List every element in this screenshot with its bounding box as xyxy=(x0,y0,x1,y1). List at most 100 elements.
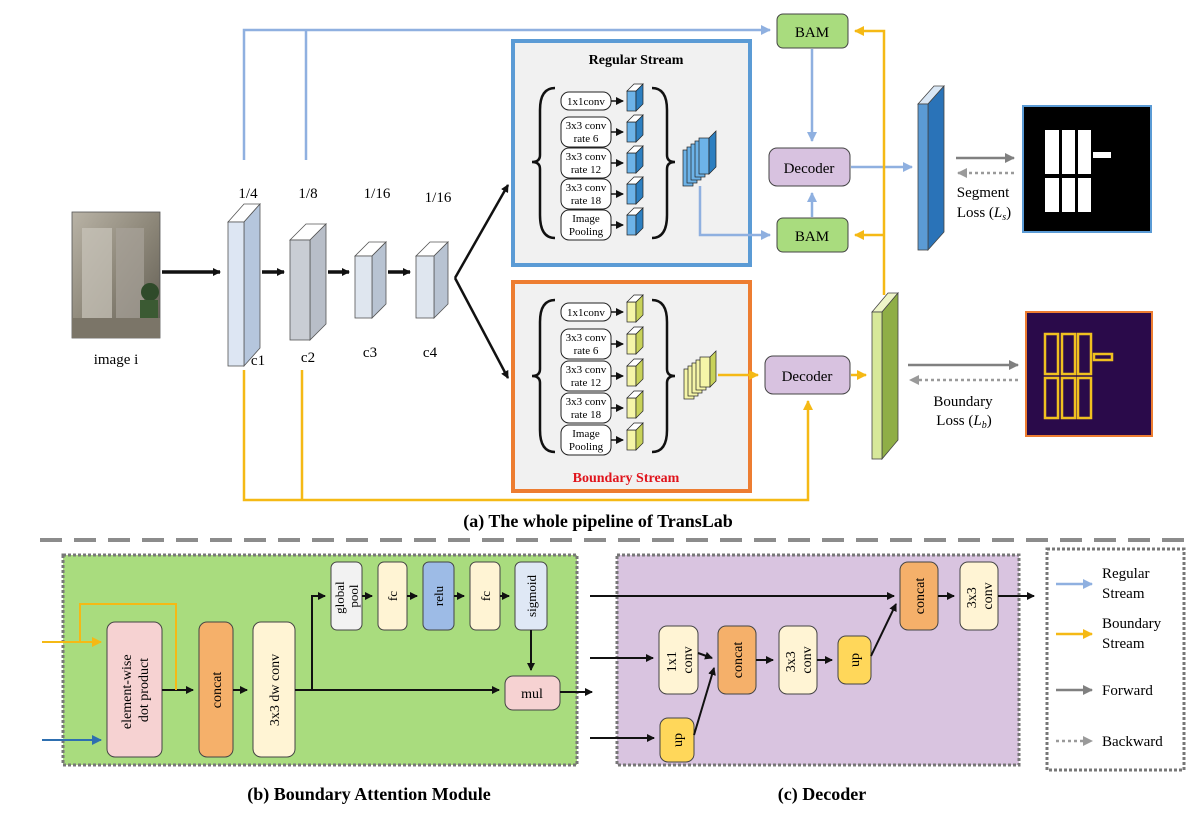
svg-text:3x3 dw conv: 3x3 dw conv xyxy=(268,654,283,726)
boundary-branch-3-label: rate 12 xyxy=(571,377,601,389)
regular-stream-title: Regular Stream xyxy=(589,53,684,68)
boundary-branch-1-label: 1x1conv xyxy=(567,307,605,319)
scale-label-c3: 1/16 xyxy=(364,186,391,202)
regular-branch-1: 1x1conv xyxy=(560,83,644,112)
svg-text:fc: fc xyxy=(385,591,400,601)
svg-text:Loss (Ls): Loss (Ls) xyxy=(957,205,1011,223)
svg-text:fc: fc xyxy=(478,591,493,601)
bam-sigmoid-box: sigmoid xyxy=(514,561,548,631)
svg-text:concat: concat xyxy=(731,642,746,679)
legend-item-4-label: Backward xyxy=(1102,734,1163,750)
decoder-concat-out-box: concat xyxy=(899,561,939,631)
svg-text:up: up xyxy=(671,733,686,747)
bam-relu-box: relu xyxy=(422,561,455,631)
encoder-forward-arrows xyxy=(162,184,510,379)
encoder-block-c3 xyxy=(354,241,387,319)
regular-concat-stack xyxy=(682,130,717,187)
svg-text:concat: concat xyxy=(913,578,928,615)
decoder-module-arrows xyxy=(590,592,1035,742)
legend-item-2-label: Stream xyxy=(1102,636,1145,652)
boundary-output-map xyxy=(871,291,899,461)
svg-text:element-wise dot product: element-wise dot product xyxy=(120,651,152,729)
boundary-branch-2-label: 3x3 conv xyxy=(566,332,607,344)
segment-mask-image xyxy=(1022,105,1152,233)
bam-mul-box: mul xyxy=(504,675,561,711)
legend-panel xyxy=(1045,547,1186,772)
decoder-up-input-box: up xyxy=(659,717,695,763)
decoder-boundary-box: Decoder xyxy=(764,355,851,395)
legend-item-2-label: Boundary xyxy=(1102,616,1162,632)
svg-text:mul: mul xyxy=(521,687,543,702)
boundary-stream-title: Boundary Stream xyxy=(573,471,680,486)
decoder-regular-box: Decoder xyxy=(768,147,851,187)
svg-text:3x3 conv: 3x3 conv xyxy=(784,646,815,673)
pipeline-caption: (a) The whole pipeline of TransLab xyxy=(463,511,733,532)
encoder-block-c4 xyxy=(415,241,449,319)
boundary-mask-image xyxy=(1025,311,1153,437)
svg-text:concat: concat xyxy=(210,672,225,709)
layer-label-c4: c4 xyxy=(423,345,438,361)
bam-module-caption: (b) Boundary Attention Module xyxy=(247,784,491,805)
scale-label-c2: 1/8 xyxy=(298,186,317,202)
bam-fc1-box: fc xyxy=(377,561,408,631)
legend-item-3: Forward xyxy=(1056,683,1153,699)
boundary-branch-4-label: 3x3 conv xyxy=(566,396,607,408)
svg-text:sigmoid: sigmoid xyxy=(524,575,539,617)
bam-elementwise-box: element-wise dot product xyxy=(106,621,163,758)
encoder-block-c2 xyxy=(289,223,327,341)
regular-branch-5-label: Image xyxy=(572,213,600,225)
regular-branch-5-label: Pooling xyxy=(569,226,604,238)
scale-label-c1: 1/4 xyxy=(238,186,258,202)
bam-fc2-box: fc xyxy=(469,561,501,631)
boundary-branch-4-label: rate 18 xyxy=(571,409,602,421)
svg-text:Segment: Segment xyxy=(957,185,1010,201)
regular-branch-2-label: 3x3 conv xyxy=(566,120,607,132)
boundary-branch-5-label: Pooling xyxy=(569,441,604,453)
svg-text:relu: relu xyxy=(431,585,446,606)
svg-text:1x1 conv: 1x1 conv xyxy=(665,646,696,673)
input-image-label: image i xyxy=(94,352,139,368)
decoder-regular-label: Decoder xyxy=(784,161,835,177)
bam-globalpool-box: global pool xyxy=(330,561,363,631)
legend-items: RegularStreamBoundaryStreamForwardBackwa… xyxy=(1056,566,1163,750)
regular-branch-3-label: rate 12 xyxy=(571,164,601,176)
decoder-conv1x1-box: 1x1 conv xyxy=(658,625,699,695)
svg-text:global pool: global pool xyxy=(332,578,361,614)
legend-item-1-label: Stream xyxy=(1102,586,1145,602)
loss-arrows xyxy=(908,153,1019,385)
boundary-branch-5-label: Image xyxy=(572,428,600,440)
svg-text:Loss (Lb): Loss (Lb) xyxy=(936,413,991,431)
regular-branch-4-label: rate 18 xyxy=(571,195,602,207)
segment-loss-label: Segment Loss (Ls) xyxy=(957,185,1011,223)
bam-input-arrows xyxy=(42,603,177,745)
bam-module-arrows xyxy=(162,592,593,696)
segment-output-map xyxy=(917,84,945,252)
svg-text:3x3 conv: 3x3 conv xyxy=(965,582,996,609)
scale-label-c4: 1/16 xyxy=(425,190,452,206)
encoder-block-c1 xyxy=(227,202,261,368)
boundary-branch-3-label: 3x3 conv xyxy=(566,364,607,376)
layer-label-c2: c2 xyxy=(301,350,315,366)
legend-item-3-label: Forward xyxy=(1102,683,1153,699)
boundary-branch-1: 1x1conv xyxy=(560,294,644,323)
input-image xyxy=(71,211,161,339)
regular-branch-1-label: 1x1conv xyxy=(567,96,605,108)
legend-item-4: Backward xyxy=(1056,734,1163,750)
bam-dwconv-box: 3x3 dw conv xyxy=(252,621,296,758)
regular-branch-2-label: rate 6 xyxy=(574,133,599,145)
decoder-concat-mid-box: concat xyxy=(717,625,757,695)
boundary-stream-connectors xyxy=(242,26,886,502)
boundary-loss-label: Boundary Loss (Lb) xyxy=(933,394,993,431)
bam-bottom-label: BAM xyxy=(795,229,829,245)
